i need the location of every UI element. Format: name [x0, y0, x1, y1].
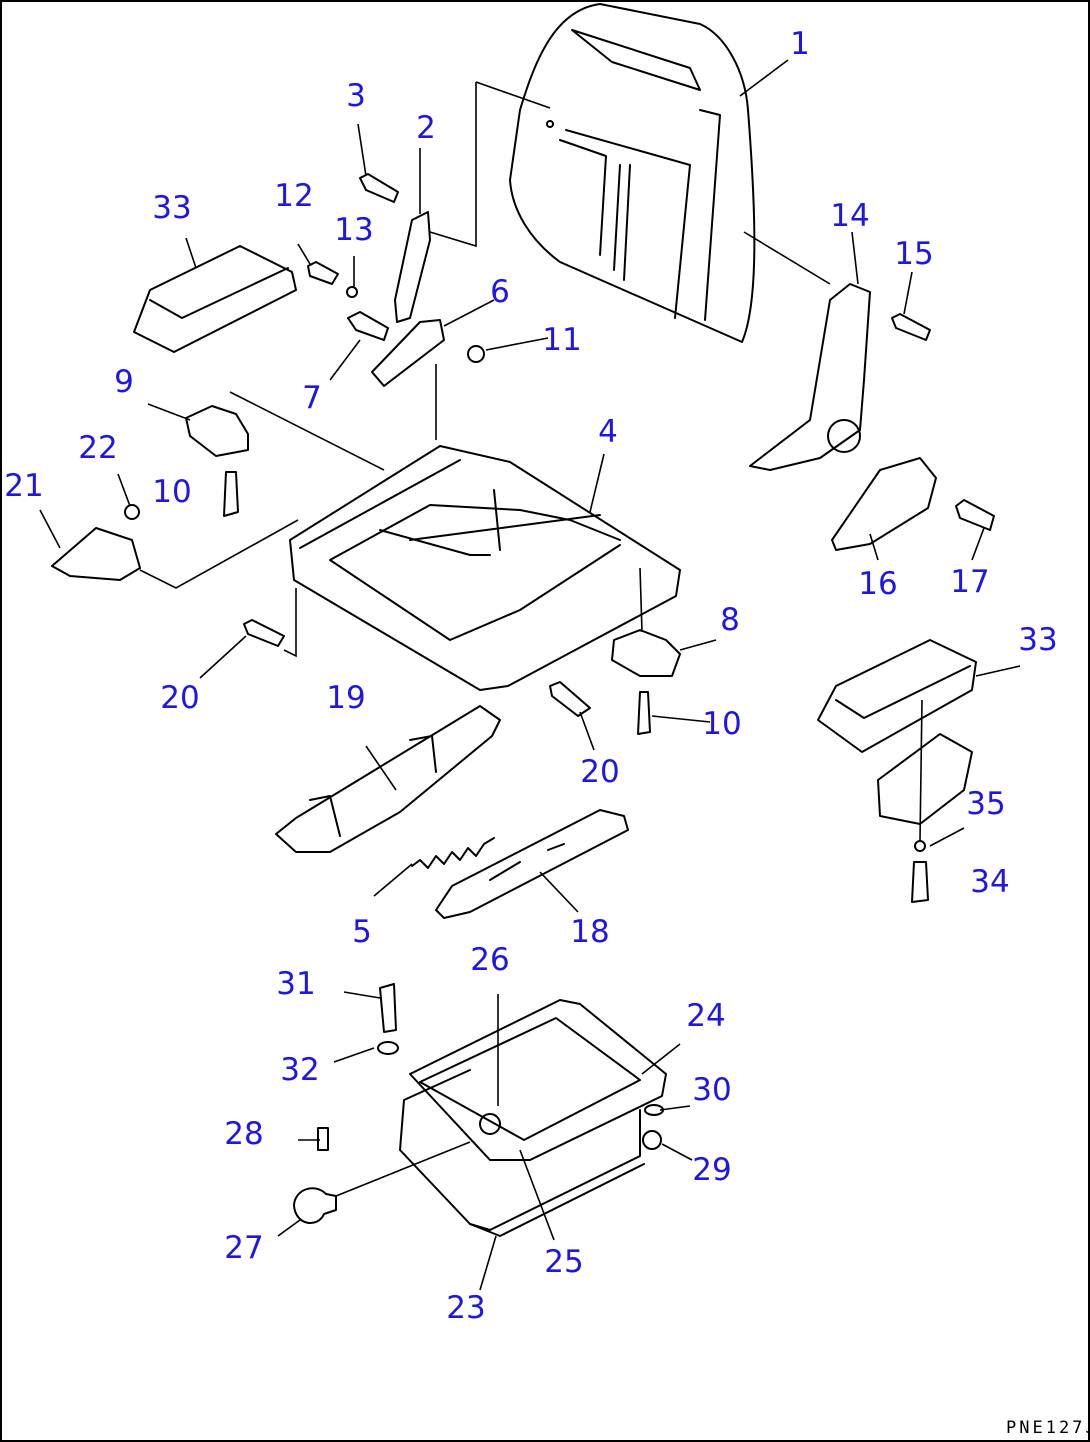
callout-20-left: 20 [160, 680, 199, 716]
callout-29: 29 [692, 1152, 731, 1188]
callout-15: 15 [894, 236, 933, 272]
bolt-20-left [243, 619, 285, 647]
callout-16: 16 [858, 566, 897, 602]
callout-10-left: 10 [152, 474, 191, 510]
bolt-12 [307, 261, 339, 285]
callout-8: 8 [720, 602, 740, 638]
callout-19: 19 [326, 680, 365, 716]
washer-32 [377, 1041, 399, 1055]
callout-11: 11 [542, 322, 581, 358]
callout-33-right: 33 [1018, 622, 1057, 658]
callout-3: 3 [346, 78, 366, 114]
callout-24: 24 [686, 998, 725, 1034]
bolt-34 [911, 861, 929, 903]
cover-35 [877, 733, 973, 825]
callout-20-right: 20 [580, 754, 619, 790]
callout-7: 7 [302, 380, 322, 416]
callout-2: 2 [416, 110, 436, 146]
callout-21: 21 [4, 468, 43, 504]
callout-23: 23 [446, 1290, 485, 1326]
callout-1: 1 [790, 26, 810, 62]
callout-32: 32 [280, 1052, 319, 1088]
callout-12: 12 [274, 178, 313, 214]
bracket-9 [185, 405, 249, 457]
callout-18: 18 [570, 914, 609, 950]
callout-22: 22 [78, 430, 117, 466]
bolt-31 [379, 983, 397, 1033]
callout-34: 34 [970, 864, 1009, 900]
callout-33-left: 33 [152, 190, 191, 226]
callout-14: 14 [830, 198, 869, 234]
seat-cushion [289, 445, 681, 691]
lever-bracket-21 [51, 527, 141, 581]
nut-11 [467, 345, 485, 363]
callout-27: 27 [224, 1230, 263, 1266]
callout-4: 4 [598, 414, 618, 450]
bolt-15 [891, 313, 931, 341]
callout-5: 5 [352, 914, 372, 950]
bolt-10-left [223, 471, 239, 517]
callout-28: 28 [224, 1116, 263, 1152]
lever-16 [831, 457, 937, 551]
bolt-10-right [637, 691, 651, 735]
callout-labels: 1 2 3 4 5 6 7 8 9 10 10 11 12 13 14 15 1… [4, 26, 1057, 1326]
callout-26: 26 [470, 942, 509, 978]
callout-31: 31 [276, 966, 315, 1002]
recliner-lever-14 [749, 283, 871, 471]
armrest-left [133, 245, 297, 353]
bolt-17 [955, 499, 995, 531]
callout-6: 6 [490, 274, 510, 310]
armrest-right [817, 639, 977, 753]
callout-25: 25 [544, 1244, 583, 1280]
drawing-code: PNE127J [1006, 1418, 1090, 1438]
callout-17: 17 [950, 564, 989, 600]
bolt-7 [347, 311, 389, 341]
bolt-3 [359, 173, 399, 203]
slide-rail-19 [275, 705, 501, 853]
nut-29 [642, 1130, 662, 1150]
bracket-8 [611, 629, 681, 677]
spring-5 [411, 837, 495, 869]
pin-28 [317, 1127, 329, 1151]
washer-35 [914, 840, 926, 852]
callout-10-right: 10 [702, 706, 741, 742]
callout-30: 30 [692, 1072, 731, 1108]
callout-9: 9 [114, 364, 134, 400]
callout-35: 35 [966, 786, 1005, 822]
suspension-base [399, 999, 667, 1237]
washer-13 [346, 286, 358, 298]
bolt-20-right [549, 681, 591, 717]
plate-6 [371, 319, 445, 387]
seat-backrest [509, 3, 756, 343]
slide-rail-18 [435, 809, 629, 919]
leader-lines [39, 59, 1021, 1291]
callout-13: 13 [334, 212, 373, 248]
hinge-bracket [394, 211, 431, 323]
knob-27 [293, 1187, 337, 1224]
nut-22 [124, 504, 140, 520]
